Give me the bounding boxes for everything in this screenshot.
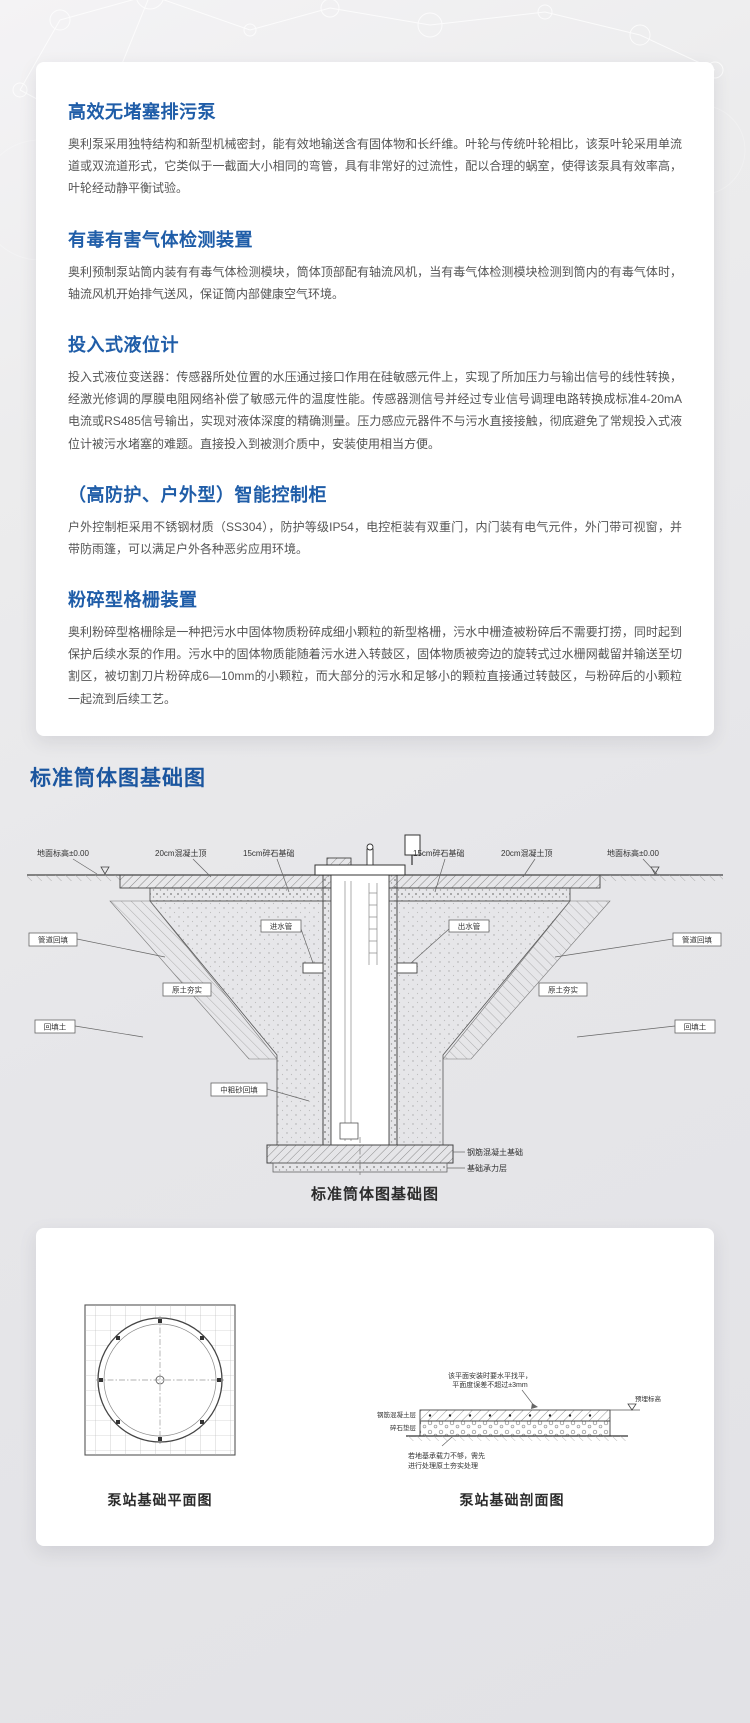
vent-pipe <box>366 848 374 866</box>
earth-slope-left <box>109 900 278 1060</box>
ground-hatch-right <box>600 875 723 881</box>
label-pipe-backfill-right: 管道回填 <box>682 935 712 945</box>
label-ground-right: 地面标高±0.00 <box>607 848 660 858</box>
subgrade-hatch <box>406 1436 628 1441</box>
earth-slope-right <box>442 900 611 1060</box>
rc-slab-layer <box>419 1409 611 1422</box>
note-arrow-head <box>531 1403 538 1409</box>
bearing-note-leader <box>441 1436 453 1447</box>
label-outlet: 出水管 <box>458 921 481 931</box>
section-control-cabinet-title: （高防护、户外型）智能控制柜 <box>68 484 327 505</box>
gravel-cushion-layer <box>419 1420 611 1437</box>
label-box-inlet <box>260 919 302 933</box>
section-level-gauge: 投入式液位计 投入式液位变送器：传感器所处位置的水压通过接口作用在硅敏感元件上，… <box>68 331 682 455</box>
label-box-backfill-left <box>34 1019 76 1034</box>
label-embed-level: 预埋标高 <box>635 1394 662 1403</box>
section-grinder-grille-body: 奥利粉碎型格栅除是一种把污水中固体物质粉碎成细小颗粒的新型格栅，污水中栅渣被粉碎… <box>68 625 682 706</box>
label-inlet: 进水管 <box>270 921 293 931</box>
label-gravel-right: 15cm碎石基础 <box>413 848 465 858</box>
main-drawing-caption: 标准筒体图基础图 <box>310 1186 439 1203</box>
access-hatch <box>326 857 352 866</box>
vent-cap <box>366 843 374 851</box>
plan-caption: 泵站基础平面图 <box>107 1492 213 1508</box>
label-box-pipe-backfill-right <box>672 932 722 947</box>
product-sections-card: 高效无堵塞排污泵 奥利泵采用独特结构和新型机械密封，能有效地输送含有固体物和长纤… <box>36 62 714 736</box>
station-cross-section-drawing: 地面标高±0.00 20cm混凝土顶 15cm碎石基础 15cm碎石基础 20c… <box>27 834 723 1175</box>
label-backfill-left: 回填土 <box>44 1022 67 1032</box>
label-backfill-right: 回填土 <box>684 1022 707 1032</box>
label-slab-right: 20cm混凝土顶 <box>501 848 553 858</box>
foundation-drawings-card: 泵站基础平面图 该平面安装时要水平找平， 平面度误差不超过±3mm <box>36 1228 714 1546</box>
section-caption: 泵站基础剖面图 <box>459 1492 565 1508</box>
label-bearing-note-2: 进行处理原土夯实处理 <box>408 1461 478 1470</box>
outlet-pipe <box>396 962 418 974</box>
leader-lines <box>72 858 676 1169</box>
section-pump-body: 奥利泵采用独特结构和新型机械密封，能有效地输送含有固体物和长纤维。叶轮与传统叶轮… <box>68 137 682 196</box>
label-slab-left: 20cm混凝土顶 <box>155 848 207 858</box>
label-bearing-note-1: 若地基承载力不够，需先 <box>408 1451 485 1460</box>
ladder <box>368 883 378 965</box>
section-pump: 高效无堵塞排污泵 奥利泵采用独特结构和新型机械密封，能有效地输送含有固体物和长纤… <box>68 98 682 200</box>
section-gas-detector-body: 奥利预制泵站筒内装有有毒气体检测模块，筒体顶部配有轴流风机，当有毒气体检测模块检… <box>68 264 682 301</box>
section-gas-detector-title: 有毒有害气体检测装置 <box>68 229 253 250</box>
label-slope-left: 原土夯实 <box>172 985 202 995</box>
rebar-dots <box>428 1414 592 1417</box>
label-gravel-layer: 碎石垫层 <box>390 1423 417 1432</box>
section-level-gauge-body: 投入式液位变送器：传感器所处位置的水压通过接口作用在硅敏感元件上，实现了所加压力… <box>68 369 682 451</box>
label-pipe-backfill-left: 管道回填 <box>38 935 68 945</box>
barrel-wall-right <box>388 874 398 1146</box>
label-slope-right: 原土夯实 <box>548 985 578 995</box>
submersible-pump-symbol <box>339 1122 359 1140</box>
diagram-heading: 标准筒体图基础图 <box>30 767 206 790</box>
label-rc-layer: 钢筋混凝土层 <box>377 1410 417 1419</box>
label-base-layer: 基础承力层 <box>467 1163 507 1173</box>
level-marker-right <box>650 866 660 875</box>
label-level-note-1: 该平面安装时要水平找平， <box>448 1371 532 1380</box>
inlet-pipe <box>302 962 324 974</box>
label-box-slope-left <box>162 982 212 997</box>
label-box-outlet <box>448 919 490 933</box>
barrel-wall-left <box>322 874 332 1146</box>
foundation-plan-drawing <box>84 1304 236 1456</box>
plan-center-mark <box>155 1375 165 1385</box>
section-grinder-grille: 粉碎型格栅装置 奥利粉碎型格栅除是一种把污水中固体物质粉碎成细小颗粒的新型格栅，… <box>68 586 682 710</box>
label-gravel-left: 15cm碎石基础 <box>243 848 295 858</box>
label-box-sand <box>210 1082 268 1097</box>
top-cover <box>314 864 406 876</box>
label-ground-left: 地面标高±0.00 <box>37 848 90 858</box>
label-sand: 中粗砂回填 <box>220 1085 258 1095</box>
level-marker-left <box>100 866 110 875</box>
foundation-section-drawing: 该平面安装时要水平找平， 平面度误差不超过±3mm 预埋标高 钢筋混凝土层 碎石… <box>377 1371 662 1470</box>
section-grinder-grille-title: 粉碎型格栅装置 <box>68 590 198 611</box>
section-gas-detector: 有毒有害气体检测装置 奥利预制泵站筒内装有有毒气体检测模块，筒体顶部配有轴流风机… <box>68 226 682 305</box>
embed-level-marker <box>627 1403 637 1411</box>
section-control-cabinet: （高防护、户外型）智能控制柜 户外控制柜采用不锈钢材质（SS304），防护等级I… <box>68 481 682 560</box>
section-control-cabinet-body: 户外控制柜采用不锈钢材质（SS304），防护等级IP54，电控柜装有双重门，内门… <box>68 519 682 556</box>
section-level-gauge-title: 投入式液位计 <box>68 334 179 355</box>
barrel-interior <box>330 874 390 1146</box>
section-pump-title: 高效无堵塞排污泵 <box>68 102 216 122</box>
label-base-slab: 钢筋混凝土基础 <box>467 1147 523 1157</box>
label-box-pipe-backfill-left <box>28 932 78 947</box>
ground-hatch-left <box>27 875 120 881</box>
anchor-bolts <box>99 1319 221 1441</box>
label-box-backfill-right <box>674 1019 716 1034</box>
label-box-slope-right <box>538 982 588 997</box>
label-level-note-2: 平面度误差不超过±3mm <box>452 1380 528 1389</box>
